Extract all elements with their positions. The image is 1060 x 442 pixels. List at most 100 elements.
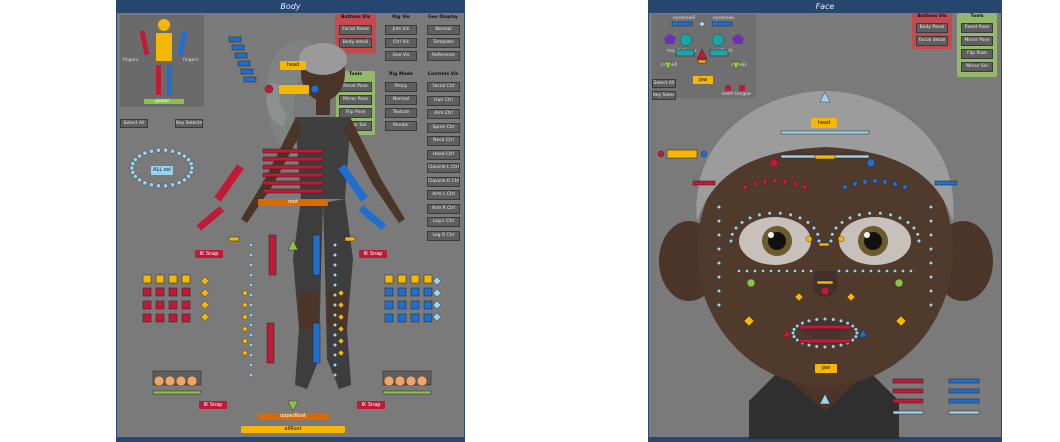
finger-l-ctrl[interactable] (410, 300, 420, 310)
toe-r-ctrl[interactable] (175, 375, 187, 387)
leg-r-dot[interactable] (248, 252, 253, 257)
finger-r-ctrl[interactable] (181, 313, 191, 323)
mouth-ring-dot[interactable] (795, 324, 800, 329)
mouth-ring-dot[interactable] (838, 343, 843, 348)
mouth-corner-l[interactable] (858, 328, 868, 338)
bottom-blue-bar[interactable] (948, 378, 980, 384)
lid-r-dot[interactable] (728, 238, 733, 243)
hair-ctrl[interactable] (240, 68, 254, 75)
hand-ring-dot[interactable] (129, 165, 135, 171)
finger-r-top[interactable] (142, 274, 152, 284)
finger-l-ctrl[interactable] (410, 287, 420, 297)
controls-vis-item[interactable]: Arm Ctrl (427, 109, 460, 119)
body-detail-button[interactable]: Body detail (339, 38, 372, 48)
facial-detail-button[interactable]: Facial detail (916, 36, 948, 46)
finger-l-ctrl[interactable] (410, 313, 420, 323)
mouth-ring-dot[interactable] (790, 331, 795, 336)
hand-ring-dot[interactable] (176, 150, 182, 156)
leg-r-dot[interactable] (248, 323, 253, 328)
leg-l-dot[interactable] (332, 313, 337, 318)
lower-lid-r-dot[interactable] (769, 269, 773, 273)
finger-r-diamond[interactable] (200, 312, 210, 322)
face-flip-pose-button[interactable]: Flip Pose (961, 49, 993, 59)
leg-r-dot[interactable] (248, 353, 253, 358)
proxy-button[interactable]: Proxy (385, 82, 417, 92)
finger-r-ctrl[interactable] (142, 313, 152, 323)
mouth-corner-r[interactable] (782, 328, 792, 338)
leg-l-dot[interactable] (332, 242, 337, 247)
finger-l-top[interactable] (397, 274, 407, 284)
ctrl-vis-button[interactable]: Ctrl Vis (385, 38, 417, 48)
mini-tri-r[interactable] (663, 61, 673, 71)
hand-ring-dot[interactable] (188, 169, 194, 175)
mouth-ring-dot[interactable] (831, 317, 836, 322)
finger-l-top[interactable] (423, 274, 433, 284)
temple-r-dot[interactable] (716, 218, 721, 223)
controls-vis-item[interactable]: Facial Ctrl (427, 82, 460, 92)
finger-r-ctrl[interactable] (155, 287, 165, 297)
finger-r-top[interactable] (181, 274, 191, 284)
face-control-shapes[interactable] (649, 1, 1002, 439)
chin-arrow[interactable] (819, 393, 831, 405)
mouth-ring-dot[interactable] (845, 321, 850, 326)
teeth-control[interactable] (725, 85, 731, 91)
brow-r-dot[interactable] (782, 179, 788, 185)
lid-r-dot[interactable] (730, 232, 735, 237)
lower-lid-r-dot[interactable] (745, 269, 749, 273)
lid-l-dot[interactable] (915, 232, 920, 237)
finger-r-ctrl[interactable] (168, 300, 178, 310)
forearm-r-ctrl[interactable] (196, 206, 225, 231)
temple-l-dot[interactable] (929, 275, 934, 280)
face-side-dot-r[interactable] (657, 150, 665, 158)
brow-dot-r[interactable] (769, 158, 779, 168)
controls-vis-item[interactable]: Clavicle L Ctrl (427, 163, 460, 173)
thigh-l-ctrl[interactable] (312, 234, 321, 276)
lid-l-dot[interactable] (848, 215, 853, 220)
body-panel-button[interactable]: Body Panel (916, 23, 948, 33)
hand-ring-dot[interactable] (155, 147, 161, 153)
eye-r-ctrl[interactable] (264, 84, 274, 94)
finger-l-top[interactable] (410, 274, 420, 284)
face-up-arrow[interactable] (819, 91, 831, 103)
mini-cheek-l[interactable] (711, 33, 725, 47)
key-selected-button[interactable]: Key Selected (175, 119, 203, 128)
hand-ring-dot[interactable] (142, 150, 148, 156)
leg-r-dot[interactable] (248, 273, 253, 278)
hip-l-diamond[interactable] (337, 349, 345, 357)
hand-ring-dot[interactable] (148, 182, 154, 188)
mini-center-diamond[interactable] (698, 20, 706, 28)
leg-r-dot[interactable] (248, 343, 253, 348)
finger-r-ctrl[interactable] (155, 313, 165, 323)
select-all-button[interactable]: Select All (120, 119, 148, 128)
bottom-cyan-bar-r[interactable] (892, 410, 924, 415)
temple-l-dot[interactable] (929, 204, 934, 209)
ik-snap-leg-l[interactable]: IK Snap (357, 401, 385, 409)
foot-l-bar[interactable] (382, 390, 432, 395)
finger-r-ctrl[interactable] (155, 300, 165, 310)
spine-ctrl[interactable] (262, 164, 324, 170)
hand-ring-dot[interactable] (186, 173, 191, 179)
temple-r-dot[interactable] (716, 232, 721, 237)
temple-l-dot[interactable] (929, 261, 934, 266)
face-side-dot-l[interactable] (700, 150, 708, 158)
brow-l-dot[interactable] (852, 181, 858, 187)
lower-lid-l-dot[interactable] (909, 269, 913, 273)
bottom-cyan-bar-l[interactable] (948, 410, 980, 415)
hip-l-diamond[interactable] (337, 313, 345, 321)
temple-l-dot[interactable] (929, 232, 934, 237)
ik-snap-leg-r[interactable]: IK Snap (199, 401, 227, 409)
toe-l-ctrl[interactable] (394, 375, 406, 387)
hair-ctrl[interactable] (231, 44, 245, 51)
lid-l-dot[interactable] (867, 211, 872, 216)
cheek-r[interactable] (746, 278, 756, 288)
controls-vis-item[interactable]: Leg R Ctrl (427, 230, 460, 241)
leg-l-dot[interactable] (332, 323, 337, 328)
spine-ctrl[interactable] (262, 188, 324, 194)
lower-lid-l-dot[interactable] (861, 269, 865, 273)
body-control-shapes[interactable] (117, 13, 465, 439)
ik-r-bar[interactable] (228, 236, 240, 242)
finger-r-ctrl[interactable] (142, 287, 152, 297)
toe-r-ctrl[interactable] (164, 375, 176, 387)
mini-teal-r[interactable] (675, 49, 695, 57)
temple-r-dot[interactable] (716, 275, 721, 280)
